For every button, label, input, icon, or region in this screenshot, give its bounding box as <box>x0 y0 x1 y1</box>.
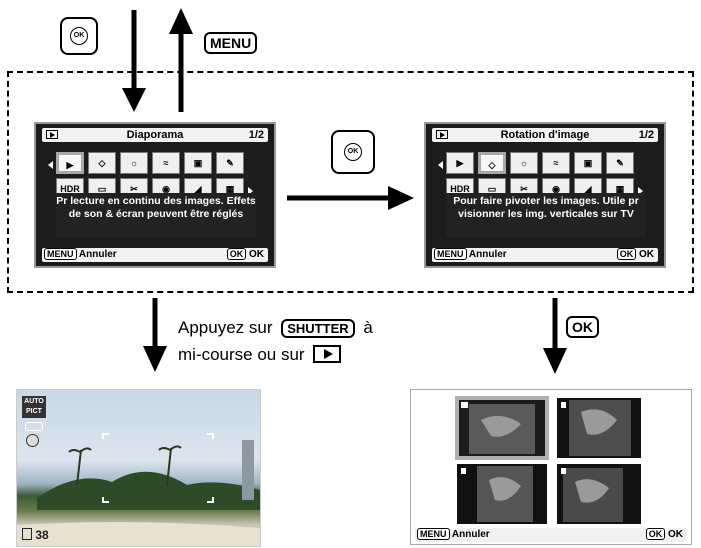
scroll-left-icon <box>438 161 443 169</box>
filter-icon: ☼ <box>510 152 538 174</box>
capture-screen: AUTO PICT 38 <box>16 389 261 547</box>
instruction-caption-2: mi-course ou sur <box>178 343 342 367</box>
resize-icon: ▣ <box>574 152 602 174</box>
thumbnail-grid <box>455 396 641 524</box>
resize-icon: ▣ <box>184 152 212 174</box>
effect-icon: ≈ <box>152 152 180 174</box>
screen-bottom-bar: MENU Annuler OK OK <box>415 528 687 542</box>
scroll-right-icon <box>638 187 643 195</box>
image-grid-screen: MENU Annuler OK OK <box>410 389 692 545</box>
ok-key-small: OK <box>226 248 247 260</box>
playback-icon <box>436 130 448 139</box>
ok-key-small: OK <box>645 528 666 540</box>
screen-bottom-bar: MENU Annuler OK OK <box>432 248 658 262</box>
playback-icon <box>46 130 58 139</box>
menu-key-small: MENU <box>417 528 450 540</box>
mode-line2: PICT <box>26 408 42 415</box>
memory-card-icon <box>22 528 32 540</box>
menu-title: Rotation d'image <box>500 129 590 141</box>
shutter-key-label: SHUTTER <box>281 319 355 338</box>
remaining-shots: 38 <box>22 528 49 542</box>
page-indicator: 1/2 <box>638 129 654 141</box>
cancel-label: Annuler <box>451 529 490 540</box>
ok-key-label: OK <box>566 316 599 338</box>
ok-key-small: OK <box>616 248 637 260</box>
cancel-label: Annuler <box>78 249 117 260</box>
screen-top-bar: Diaporama 1/2 <box>42 128 268 142</box>
ok-label: OK <box>249 249 264 260</box>
menu-screen-right: Rotation d'image 1/2 ▶ ◇ ☼ ≈ ▣ ✎ HDR ▭ ✂… <box>424 122 666 268</box>
crop-icon: ✎ <box>606 152 634 174</box>
caption-a: à <box>363 318 373 337</box>
four-way-controller-icon: OK <box>331 130 375 174</box>
menu-key-label: MENU <box>204 32 258 54</box>
ok-label: OK <box>639 249 654 260</box>
scroll-right-icon <box>248 187 253 195</box>
cancel-hint: MENU Annuler <box>44 248 117 262</box>
menu-title: Diaporama <box>126 129 184 141</box>
ok-hint: OK OK <box>226 248 264 262</box>
crop-icon: ✎ <box>216 152 244 174</box>
effect-icon: ≈ <box>542 152 570 174</box>
menu-description: Pour faire pivoter les images. Utile pr … <box>446 193 646 237</box>
rotate-icon: ◇ <box>478 152 506 174</box>
slideshow-icon: ▶ <box>56 152 84 174</box>
focus-frame <box>102 433 214 503</box>
shots-count: 38 <box>35 528 49 542</box>
ok-label: OK <box>668 529 683 540</box>
menu-description: Pr lecture en continu des images. Effets… <box>56 193 256 237</box>
screen-top-bar: Rotation d'image 1/2 <box>432 128 658 142</box>
slideshow-icon: ▶ <box>446 152 474 174</box>
cancel-hint: MENU Annuler <box>417 528 490 542</box>
mode-line1: AUTO <box>24 398 44 405</box>
rotate-icon: ◇ <box>88 152 116 174</box>
battery-icon <box>25 422 43 431</box>
ok-label: OK <box>70 27 88 45</box>
ok-label: OK <box>344 143 362 161</box>
ok-hint: OK OK <box>616 248 654 262</box>
playback-key-icon <box>313 345 342 363</box>
menu-screen-left: Diaporama 1/2 ▶ ◇ ☼ ≈ ▣ ✎ HDR ▭ ✂ ◉ ◢ ▦ … <box>34 122 276 268</box>
cancel-label: Annuler <box>468 249 507 260</box>
screen-bottom-bar: MENU Annuler OK OK <box>42 248 268 262</box>
menu-key-small: MENU <box>44 248 77 260</box>
face-detect-icon <box>26 434 39 447</box>
cancel-hint: MENU Annuler <box>434 248 507 262</box>
instruction-caption: Appuyez sur SHUTTER à <box>178 316 373 340</box>
caption-line2: mi-course ou sur <box>178 345 305 364</box>
scroll-left-icon <box>48 161 53 169</box>
dashed-group <box>7 71 694 293</box>
ok-hint: OK OK <box>645 528 683 542</box>
filter-icon: ☼ <box>120 152 148 174</box>
island-scene <box>17 440 260 546</box>
auto-pict-mode-icon: AUTO PICT <box>22 396 46 418</box>
menu-key-small: MENU <box>434 248 467 260</box>
ok-button-icon: OK <box>60 17 98 55</box>
page-indicator: 1/2 <box>248 129 264 141</box>
caption-line1: Appuyez sur <box>178 318 273 337</box>
